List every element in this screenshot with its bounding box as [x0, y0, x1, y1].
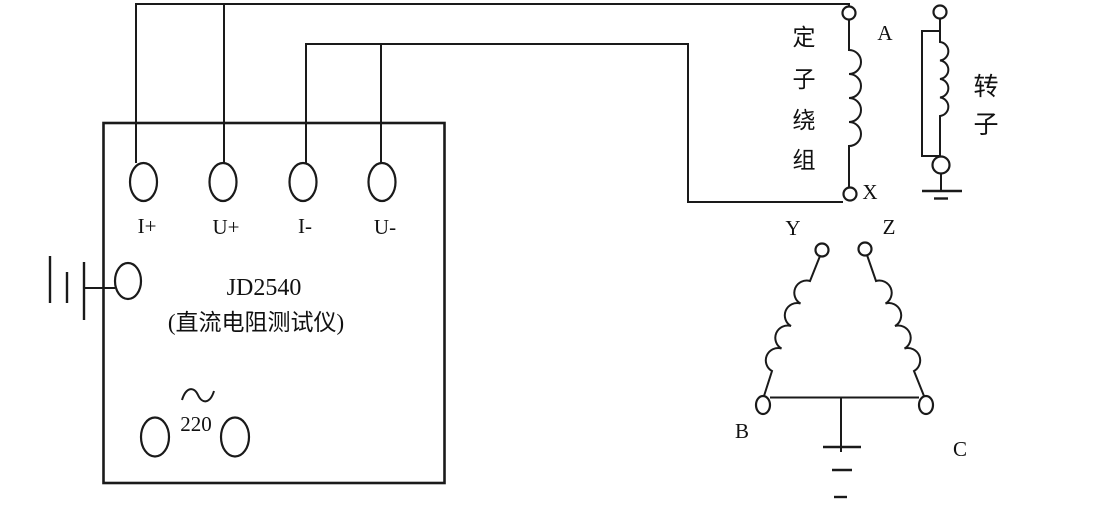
terminal-c: [917, 394, 935, 416]
ground-symbol-left: [48, 256, 115, 320]
terminal-i-minus: [288, 161, 318, 203]
terminal-label-c: C: [953, 437, 967, 461]
terminal-label-u-plus: U+: [212, 215, 239, 239]
delta-ground-symbol: [823, 397, 861, 499]
terminal-x: [842, 186, 858, 202]
stator-coil: [848, 20, 862, 188]
device-box: [102, 121, 446, 485]
terminal-u-minus: [367, 161, 397, 203]
stator-winding-label: 定 子 绕 组: [793, 25, 816, 173]
terminal-ground-left: [113, 261, 143, 301]
rotor-terminal-top: [932, 4, 948, 20]
delta-coil-z-c: [866, 254, 925, 397]
rotor-winding: [921, 4, 962, 200]
terminal-label-b: B: [735, 419, 749, 443]
terminal-label-z: Z: [883, 215, 896, 239]
power-socket-right: [219, 416, 251, 458]
terminal-a: [841, 5, 857, 21]
delta-winding: [754, 241, 935, 499]
terminal-label-i-plus: I+: [138, 214, 157, 238]
svg-text:转: 转: [973, 73, 998, 101]
terminal-label-y: Y: [785, 216, 800, 240]
terminal-label-a: A: [877, 21, 893, 45]
terminal-z: [857, 241, 873, 257]
terminal-label-u-minus: U-: [374, 215, 396, 239]
svg-text:定: 定: [793, 25, 816, 50]
delta-coil-y-b: [763, 255, 821, 397]
terminal-b: [754, 394, 772, 416]
svg-text:绕: 绕: [793, 108, 816, 133]
ac-wave-icon: [181, 388, 215, 403]
device-name: (直流电阻测试仪): [168, 310, 344, 335]
wire-iplus-uplus-to-a: [135, 3, 850, 163]
svg-text:子: 子: [793, 67, 816, 92]
power-socket-left: [139, 416, 171, 458]
terminal-y: [814, 242, 830, 258]
device-model: JD2540: [227, 275, 302, 301]
terminal-label-i-minus: I-: [298, 214, 312, 238]
rotor-terminal-bottom: [931, 155, 951, 175]
terminal-label-x: X: [862, 180, 877, 204]
wire-iminus-uminus-to-x: [305, 43, 843, 203]
terminal-i-plus: [128, 161, 159, 203]
rotor-ground-symbol: [922, 173, 962, 200]
svg-text:子: 子: [973, 112, 998, 139]
svg-text:组: 组: [793, 148, 816, 173]
rotor-label: 转 子: [973, 73, 998, 139]
terminal-u-plus: [208, 161, 238, 203]
rotor-coil: [939, 31, 950, 156]
power-voltage-label: 220: [180, 412, 212, 436]
